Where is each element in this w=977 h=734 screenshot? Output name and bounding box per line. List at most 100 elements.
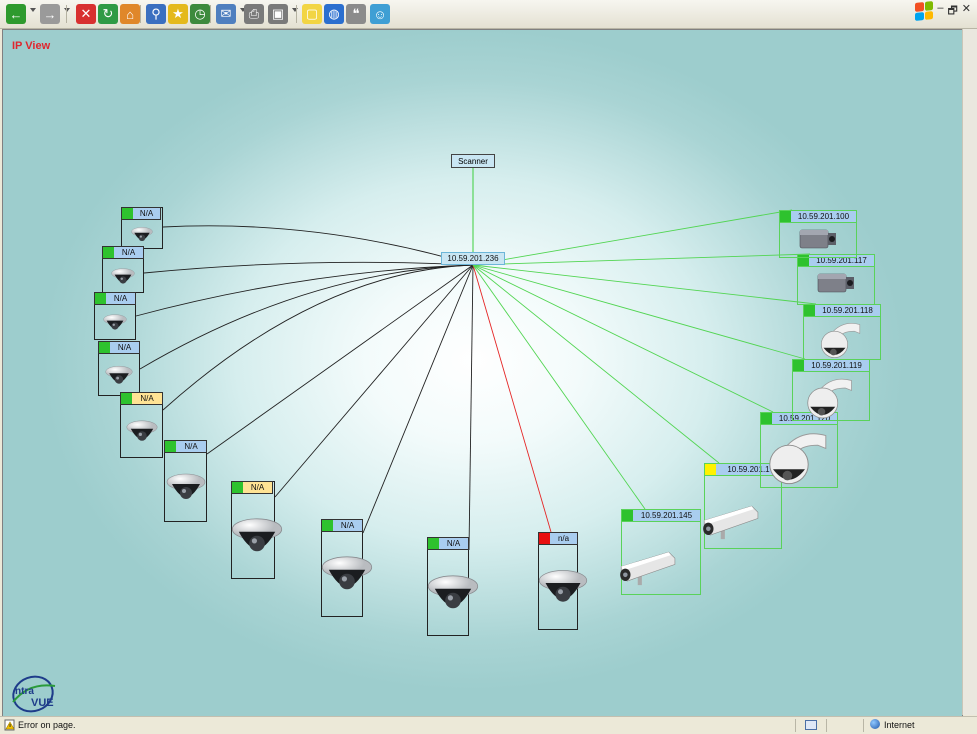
- status-bar: Error on page. Internet: [0, 716, 977, 734]
- windows-logo-icon: [915, 1, 933, 21]
- dome-camera-icon: [131, 224, 153, 251]
- stop-icon: ✕: [80, 6, 92, 21]
- search-icon: ⚲: [151, 6, 161, 21]
- status-zone-cell: Internet: [863, 719, 964, 732]
- camera-node[interactable]: N/A: [120, 392, 163, 458]
- node-label[interactable]: n/a: [538, 532, 578, 545]
- node-label[interactable]: 10.59.201.118: [803, 304, 881, 317]
- camera-node[interactable]: N/A: [102, 246, 144, 293]
- back-arrow-icon: ←: [9, 6, 23, 22]
- home-button[interactable]: ⌂: [120, 4, 140, 24]
- camera-node[interactable]: N/A: [164, 440, 207, 522]
- status-cell-1: [795, 719, 826, 732]
- close-button[interactable]: ✕: [961, 3, 971, 15]
- node-label[interactable]: N/A: [427, 537, 469, 550]
- globe-icon: [870, 719, 880, 729]
- node-label[interactable]: N/A: [321, 519, 363, 532]
- camera-node[interactable]: 10.59.201.145: [620, 509, 701, 595]
- camera-node[interactable]: N/A: [427, 537, 479, 636]
- minimize-button[interactable]: –: [937, 2, 944, 14]
- refresh-button[interactable]: ↻: [98, 4, 118, 24]
- edit-icon: ▣: [271, 6, 285, 21]
- mail-button-dropdown[interactable]: [240, 8, 246, 12]
- dome-camera-icon: [105, 362, 133, 395]
- camera-node[interactable]: 10.59.201.119: [792, 359, 870, 421]
- browser-toolbar: ← → ✕ ↻ ⌂ ⚲ ★ ◷ ✉ ⎙ ▣ ▢◍❝☺: [0, 0, 977, 29]
- ptz-camera-icon: [818, 318, 862, 367]
- intravue-logo: ntra VUE: [12, 675, 56, 713]
- camera-node[interactable]: n/a: [538, 532, 588, 630]
- camera-node[interactable]: 10.59.201.120: [760, 412, 838, 488]
- search-button[interactable]: ⚲: [146, 4, 166, 24]
- zone-label: Internet: [884, 720, 915, 730]
- forward-button[interactable]: →: [40, 4, 60, 24]
- svg-text:VUE: VUE: [31, 697, 54, 709]
- link-line: [206, 264, 474, 455]
- node-label[interactable]: N/A: [120, 392, 163, 405]
- camera-node[interactable]: 10.59.201.100: [779, 210, 857, 258]
- print-button[interactable]: ⎙: [244, 4, 264, 24]
- link-line: [472, 264, 806, 360]
- node-address: N/A: [139, 209, 154, 218]
- status-indicator: [804, 305, 815, 316]
- status-message: Error on page.: [18, 720, 76, 730]
- restore-button[interactable]: 🗗: [947, 5, 958, 17]
- edit-button[interactable]: ▣: [268, 4, 288, 24]
- node-label[interactable]: N/A: [121, 207, 161, 220]
- camera-node[interactable]: N/A: [121, 207, 163, 249]
- node-address: 10.59.201.145: [640, 511, 693, 520]
- star-icon: ★: [172, 6, 184, 21]
- link-line: [135, 264, 474, 317]
- globe-button[interactable]: ◍: [324, 4, 344, 24]
- camera-node[interactable]: N/A: [94, 292, 136, 340]
- node-label[interactable]: N/A: [164, 440, 207, 453]
- discuss-button[interactable]: ❝: [346, 4, 366, 24]
- edit-button-dropdown[interactable]: [292, 8, 298, 12]
- notes-button[interactable]: ▢: [302, 4, 322, 24]
- stop-button[interactable]: ✕: [76, 4, 96, 24]
- back-button[interactable]: ←: [6, 4, 26, 24]
- forward-arrow-icon: →: [43, 6, 57, 22]
- dome-camera-icon: [126, 416, 158, 453]
- camera-node[interactable]: 10.59.201.118: [803, 304, 881, 360]
- link-line: [472, 264, 552, 533]
- ip-view-canvas: IP View Scanner 10.59.201.236 N/A N/A N/…: [2, 29, 963, 717]
- mail-button[interactable]: ✉: [216, 4, 236, 24]
- camera-node[interactable]: 10.59.201.117: [797, 254, 875, 305]
- box-camera-icon: [798, 224, 838, 259]
- status-indicator: [761, 413, 772, 424]
- forward-button-dropdown[interactable]: [64, 8, 70, 12]
- node-label[interactable]: N/A: [94, 292, 136, 305]
- messenger-button[interactable]: ☺: [370, 4, 390, 24]
- favorites-button[interactable]: ★: [168, 4, 188, 24]
- network-links: [135, 168, 817, 551]
- node-label[interactable]: 10.59.201.1: [704, 463, 782, 476]
- dome-camera-icon: [321, 549, 373, 606]
- node-label[interactable]: N/A: [231, 481, 273, 494]
- status-indicator: [793, 360, 804, 371]
- link-line: [472, 264, 817, 305]
- vertical-scrollbar[interactable]: [962, 29, 977, 715]
- dome-camera-icon: [103, 311, 127, 340]
- node-address: 10.59.201.100: [797, 212, 850, 221]
- camera-node[interactable]: N/A: [98, 341, 140, 396]
- node-label[interactable]: 10.59.201.100: [779, 210, 857, 223]
- node-label[interactable]: 10.59.201.145: [621, 509, 701, 522]
- back-button-dropdown[interactable]: [30, 8, 36, 12]
- dome-camera-icon: [538, 563, 588, 618]
- node-address: 10.59.201.120: [778, 414, 831, 423]
- camera-node[interactable]: N/A: [231, 481, 283, 579]
- node-label[interactable]: N/A: [102, 246, 144, 259]
- scanner-node[interactable]: Scanner: [451, 154, 495, 168]
- camera-node[interactable]: 10.59.201.1: [703, 463, 782, 549]
- switch-node[interactable]: 10.59.201.236: [441, 252, 505, 265]
- page-icon: [805, 720, 817, 730]
- node-label[interactable]: N/A: [98, 341, 140, 354]
- link-line: [362, 264, 474, 534]
- node-address: N/A: [113, 294, 128, 303]
- warning-page-icon[interactable]: [4, 719, 16, 731]
- refresh-icon: ↻: [102, 6, 114, 21]
- node-address: N/A: [340, 521, 355, 530]
- camera-node[interactable]: N/A: [321, 519, 373, 617]
- history-button[interactable]: ◷: [190, 4, 210, 24]
